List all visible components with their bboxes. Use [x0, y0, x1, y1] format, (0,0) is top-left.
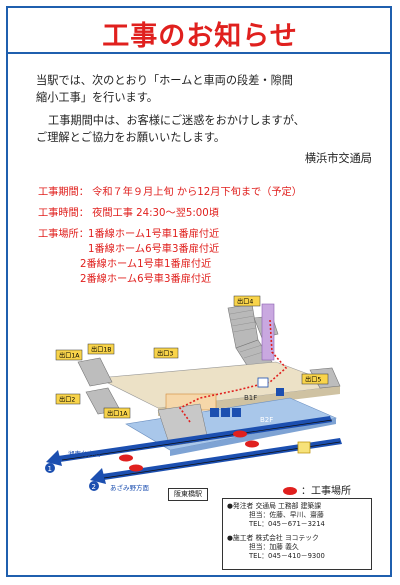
accessible-icon [221, 408, 230, 417]
exit-1a-low: 出口1A [107, 410, 128, 418]
legend-work-spot-icon [283, 487, 297, 495]
intro-line-2: 縮小工事」を行います。 [36, 91, 158, 104]
legend-text: ：工事場所 [301, 486, 351, 497]
track-2-destination: あざみ野方面 [110, 483, 150, 492]
intro-line-1: 当駅では、次のとおり「ホームと車両の段差・隙間 [36, 74, 293, 87]
work-spot-1 [119, 454, 133, 462]
track-1-number: 1 [48, 465, 52, 473]
track-2-arrow [90, 468, 106, 484]
track-1-badge [45, 463, 55, 473]
signature: 横浜市交通局 [304, 152, 372, 165]
work-place-2: 1番線ホーム6号車3番扉付近 [88, 244, 220, 255]
restroom-icon [232, 408, 241, 417]
stair-steps [229, 309, 267, 359]
work-place-1: 1番線ホーム1号車1番扉付近 [88, 229, 220, 240]
work-spot-3 [129, 464, 143, 472]
intro-line-4: ご理解とご協力をお願いいたします。 [36, 131, 226, 144]
exit-2: 出口2 [59, 396, 75, 404]
orderer-label: ●発注者 [227, 502, 254, 510]
notice-title: 工事のお知らせ [102, 21, 298, 52]
exit-5: 出口5 [305, 376, 321, 384]
work-spot-2 [233, 430, 247, 438]
info-icon [276, 388, 284, 396]
work-spot-4 [245, 440, 259, 448]
floor-b2f-label: B2F [260, 416, 273, 424]
legend: ：工事場所 [283, 482, 351, 497]
track-2-number: 2 [92, 483, 96, 491]
orderer-tel: TEL：045－671－3214 [249, 520, 325, 528]
work-place-3: 2番線ホーム1号車1番扉付近 [80, 259, 212, 270]
station-name: 阪東橋駅 [168, 488, 208, 501]
orderer-staff: 担当：佐藤、早川、齋藤 [249, 511, 324, 519]
track-1-destination: 湘南台方面 [68, 449, 101, 458]
contact-box: ●発注者 交通局 工務部 建築課 担当：佐藤、早川、齋藤 TEL：045－671… [222, 498, 372, 570]
exit-4: 出口4 [237, 298, 253, 306]
track-2-badge [89, 481, 99, 491]
elevator-icon [257, 377, 269, 388]
exit-1a-left: 出口1A [59, 352, 80, 360]
work-time: 工事時間： 夜間工事 24:30～翌5:00頃 [38, 208, 219, 219]
exit-1b: 出口1B [91, 346, 112, 354]
contractor-tel: TEL：045－410－9300 [249, 552, 325, 560]
phone-icon [297, 441, 311, 454]
work-place-4: 2番線ホーム6号車3番扉付近 [80, 274, 212, 285]
work-period: 工事期間： 令和７年９月上旬 から12月下旬まで（予定） [38, 187, 302, 198]
contractor-name: 株式会社 ヨコテック [255, 534, 319, 542]
toilet-icon [210, 408, 219, 417]
notice-frame [6, 6, 392, 577]
rail-line-1 [61, 419, 333, 461]
exit-3: 出口3 [157, 350, 173, 358]
contractor-staff: 担当：加藤 義久 [249, 543, 299, 551]
contractor-label: ●施工者 [227, 534, 254, 542]
floor-b1f-label: B1F [244, 394, 257, 402]
intro-line-3: 工事期間中は、お客様にご迷惑をおかけしますが、 [48, 114, 305, 127]
work-place-label: 工事場所： [38, 229, 89, 240]
orderer-name: 交通局 工務部 建築課 [255, 502, 322, 510]
elevator-shaft [261, 303, 275, 361]
track-1-arrow [46, 450, 62, 466]
station-diagram: 出口4 出口1A 出口1B 出口3 出口1A 出口2 出口5 B1F B2F 1… [45, 295, 342, 492]
route-path [178, 319, 288, 423]
exit-labels: 出口4 出口1A 出口1B 出口3 出口1A 出口2 出口5 [55, 295, 329, 419]
title-divider [8, 52, 392, 54]
